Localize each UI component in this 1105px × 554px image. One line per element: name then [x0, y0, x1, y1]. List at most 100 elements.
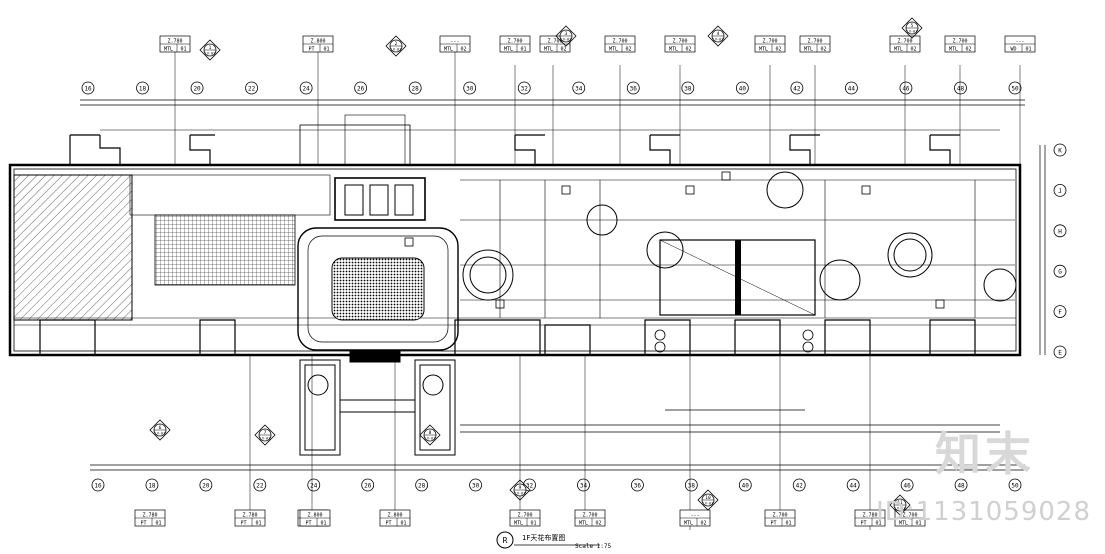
- section-marker: 3LV-01: [555, 25, 577, 47]
- grid-bubble-G: G: [1053, 264, 1067, 278]
- tag-number: 01: [875, 521, 881, 527]
- grid-bubble-16: 16: [91, 478, 105, 492]
- tag-number: 01: [400, 521, 406, 527]
- tag-material: MTL: [514, 521, 523, 527]
- bottom-fixtures: [654, 329, 814, 353]
- grid-bubble-30: 30: [469, 478, 482, 492]
- tag-code: Z.700: [902, 513, 917, 519]
- grid-bubble-26: 26: [361, 478, 375, 492]
- tag-material: MTL: [899, 521, 908, 527]
- tag-number: 02: [700, 521, 706, 527]
- tag-number: 01: [915, 521, 921, 527]
- grid-label: 30: [472, 483, 480, 490]
- grid-label: 28: [412, 86, 420, 93]
- tag-code: Z.700: [897, 39, 912, 45]
- tag-material: MTL: [444, 47, 453, 53]
- tag-material: MTL: [759, 47, 768, 53]
- grid-bubble-38: 38: [684, 478, 698, 492]
- grid-label: H: [1058, 228, 1062, 235]
- tag-code: Z.800: [310, 39, 325, 45]
- marker-number: 2: [395, 41, 398, 47]
- grid-bubble-48: 48: [954, 478, 968, 492]
- tag-code: Z.700: [517, 513, 532, 519]
- tag-material: PT: [308, 47, 314, 53]
- grid-bubble-42: 42: [790, 81, 804, 95]
- tag-number: 02: [560, 47, 566, 53]
- grid-label: 18: [148, 483, 156, 490]
- ceiling-lights: [404, 171, 945, 309]
- grid-label: 20: [202, 483, 210, 490]
- grid-label: 36: [634, 483, 642, 490]
- bottom-dimension-line: [90, 464, 1025, 471]
- grid-label: 40: [742, 483, 750, 490]
- grid-bubble-46: 46: [900, 478, 914, 492]
- marker-ref: LV-01: [205, 52, 216, 56]
- grid-bubble-26: 26: [354, 81, 368, 95]
- section-marker: 8LV-01: [419, 424, 441, 446]
- tag-number: 02: [460, 47, 466, 53]
- marker-number: 7: [264, 430, 267, 436]
- tag-code: ---: [690, 513, 699, 519]
- grid-label: 22: [248, 86, 256, 93]
- marker-number: 8: [429, 430, 432, 436]
- grid-label: 44: [848, 86, 856, 93]
- leader-lines: [174, 52, 1021, 530]
- marker-number: 5: [911, 23, 914, 29]
- tag-material: MTL: [684, 521, 693, 527]
- grid-label: E: [1058, 350, 1062, 357]
- drawing-title-block: R 1F天花布置图 Scale 1:75: [496, 531, 612, 550]
- top-dimension-line: [80, 99, 1025, 106]
- grid-label: 46: [904, 483, 912, 490]
- section-marker: 5LV-01: [901, 17, 923, 39]
- grid-bubble-42: 42: [792, 478, 806, 492]
- grid-bubble-44: 44: [846, 478, 860, 492]
- grid-label: 20: [193, 86, 201, 93]
- section-marker: 1LV-01: [199, 39, 221, 61]
- grid-label: 38: [684, 86, 692, 93]
- section-marker: 2LV-01: [385, 35, 407, 57]
- tag-code: Z.800: [387, 513, 402, 519]
- tag-material: PT: [860, 521, 866, 527]
- grid-bubble-50: 50: [1008, 478, 1022, 492]
- grid-bubble-E: E: [1053, 345, 1067, 359]
- grid-bubble-16: 16: [81, 81, 95, 95]
- tag-code: ---: [450, 39, 459, 45]
- tag-code: Z.700: [807, 39, 822, 45]
- tag-material: MTL: [164, 47, 173, 53]
- tag-code: Z.700: [952, 39, 967, 45]
- grid-bubble-46: 46: [899, 81, 913, 95]
- grid-label: 24: [310, 483, 318, 490]
- tag-number: 02: [820, 47, 826, 53]
- grid-bubble-22: 22: [253, 478, 267, 492]
- grid-bubble-38: 38: [681, 81, 695, 95]
- grid-label: 50: [1011, 483, 1019, 490]
- tag-number: 01: [180, 47, 186, 53]
- grid-label: 18: [139, 86, 147, 93]
- grid-bubble-28: 28: [415, 478, 429, 492]
- grid-bubble-18: 18: [145, 478, 159, 492]
- marker-ref: LV-01: [703, 502, 714, 506]
- grid-label: F: [1058, 309, 1062, 316]
- grid-label: 16: [94, 483, 102, 490]
- tag-code: Z.780: [167, 39, 182, 45]
- grid-bubble-F: F: [1053, 305, 1067, 319]
- tag-material: MTL: [949, 47, 958, 53]
- material-tag: --- MTL 02: [439, 35, 471, 53]
- grid-label: 40: [739, 86, 747, 93]
- grid-label: 34: [580, 483, 588, 490]
- marker-ref: LV-01: [713, 38, 724, 42]
- tag-code: Z.700: [672, 39, 687, 45]
- marker-number: 9: [519, 485, 522, 491]
- grid-label: 34: [575, 86, 583, 93]
- tag-material: MTL: [894, 47, 903, 53]
- grid-bubble-20: 20: [199, 478, 213, 492]
